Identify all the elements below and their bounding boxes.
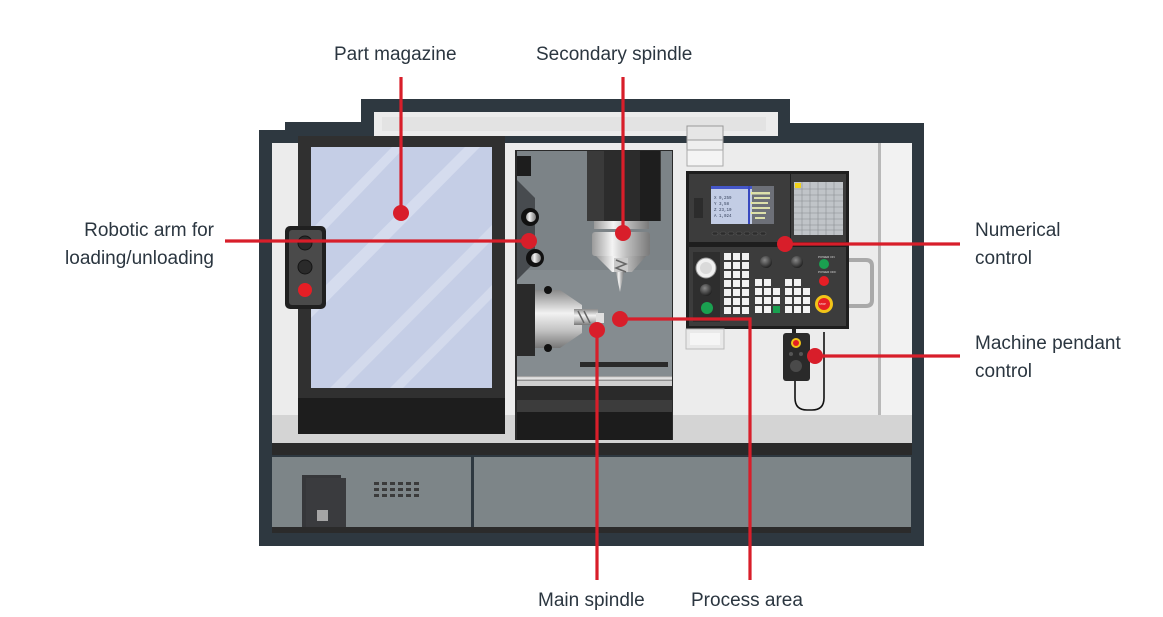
door-button-panel [285, 226, 326, 309]
power-off-label: POWER OFF [818, 270, 836, 274]
label-numerical-control: Numerical control [975, 217, 1061, 273]
door-button-1[interactable] [297, 235, 313, 251]
pendant-handwheel[interactable] [790, 360, 802, 372]
cnc-keypad-grid [794, 182, 843, 235]
callout-dot-numerical-control [777, 236, 793, 252]
machine-base [272, 457, 911, 533]
callout-dot-secondary-spindle [615, 225, 631, 241]
readout-value: 1,024 [719, 215, 732, 219]
readout-value: 23,10 [719, 209, 732, 213]
cnc-keypad[interactable] [794, 182, 843, 235]
process-chamber [515, 150, 673, 440]
callout-dots [393, 205, 823, 364]
emergency-stop-label: STOP [819, 303, 826, 306]
work-light [686, 125, 724, 167]
jog-knob[interactable] [791, 256, 803, 268]
operation-keys[interactable] [724, 253, 810, 314]
callout-dot-process-area [612, 311, 628, 327]
spindle-speed-knob[interactable] [760, 256, 772, 268]
machine-pendant [783, 329, 825, 411]
callouts [225, 77, 960, 580]
power-off-button[interactable] [819, 276, 829, 286]
label-main-spindle: Main spindle [538, 590, 645, 611]
door-button-2[interactable] [297, 259, 313, 275]
label-numerical-control-line2: control [975, 248, 1033, 269]
cnc-display [711, 186, 752, 224]
callout-dot-robotic-arm [521, 233, 537, 249]
readout-axis: Y [714, 203, 717, 207]
callout-line-process-area [620, 317, 752, 580]
readout-axis: X [714, 197, 717, 201]
readout-value: 3,58 [719, 203, 730, 207]
readout-value: 0,259 [719, 197, 732, 201]
main-spindle-chuck [535, 290, 582, 348]
callout-dot-part-magazine [393, 205, 409, 221]
label-robotic-arm-line1: Robotic arm for [84, 220, 214, 241]
cycle-start-button[interactable] [701, 302, 713, 314]
label-machine-pendant-line2: control [975, 361, 1033, 382]
numerical-control-panel: X 0,259 Y 3,58 Z 23,10 A 1,024 [686, 171, 849, 329]
panel-handle [849, 258, 874, 308]
label-robotic-arm: Robotic arm for loading/unloading [40, 217, 214, 273]
callout-dot-main-spindle [589, 322, 605, 338]
label-numerical-control-line1: Numerical [975, 220, 1061, 241]
label-machine-pendant-line1: Machine pendant [975, 333, 1121, 354]
readout-axis: A [714, 215, 717, 219]
callout-dot-pendant [807, 348, 823, 364]
power-on-label: POWER ON [818, 255, 835, 259]
spindle-knob[interactable] [700, 284, 712, 296]
label-process-area: Process area [691, 590, 803, 611]
label-secondary-spindle: Secondary spindle [536, 44, 693, 65]
readout-axis: Z [714, 209, 717, 213]
power-on-button[interactable] [819, 259, 829, 269]
door-button-red[interactable] [298, 283, 312, 297]
label-robotic-arm-line2: loading/unloading [65, 248, 214, 269]
label-machine-pendant: Machine pendant control [975, 330, 1121, 386]
vent-grille [374, 482, 419, 497]
green-key[interactable] [773, 306, 780, 313]
label-part-magazine: Part magazine [334, 44, 457, 65]
